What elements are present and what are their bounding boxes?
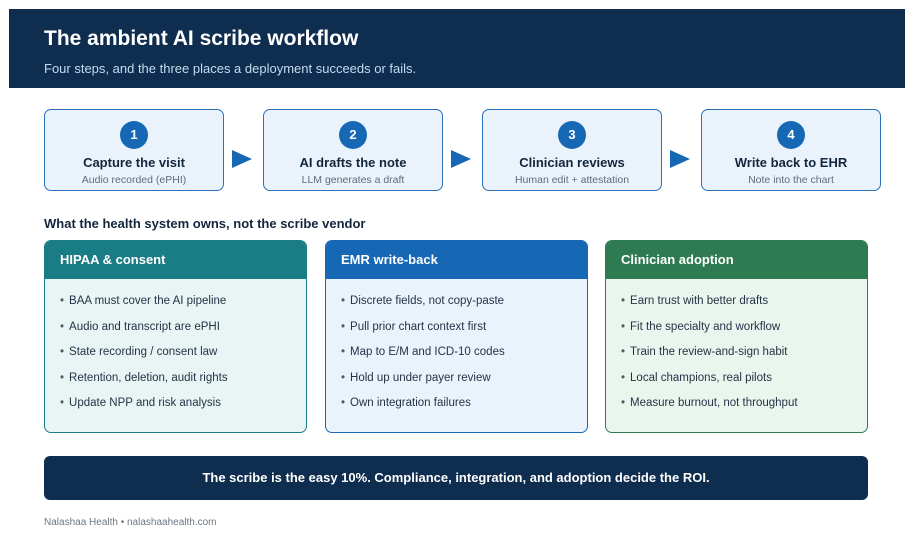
list-item: Hold up under payer review — [341, 366, 587, 392]
card-clinician-adoption: Clinician adoption Earn trust with bette… — [605, 240, 868, 433]
step-number-badge: 2 — [339, 121, 367, 149]
list-item: BAA must cover the AI pipeline — [60, 289, 306, 315]
page-title: The ambient AI scribe workflow — [44, 27, 359, 50]
list-item: Retention, deletion, audit rights — [60, 366, 306, 392]
list-item: Discrete fields, not copy-paste — [341, 289, 587, 315]
step-number-badge: 3 — [558, 121, 586, 149]
step-subtitle: Audio recorded (ePHI) — [81, 174, 187, 186]
step-title: Capture the visit — [83, 155, 185, 170]
conclusion-banner: The scribe is the easy 10%. Compliance, … — [44, 456, 868, 500]
card-list: Discrete fields, not copy-paste Pull pri… — [326, 279, 587, 417]
step-title: Write back to EHR — [734, 155, 848, 170]
step-subtitle: Human edit + attestation — [514, 174, 630, 186]
arrow-right-icon — [670, 150, 690, 168]
card-emr-write-back: EMR write-back Discrete fields, not copy… — [325, 240, 588, 433]
list-item: Map to E/M and ICD-10 codes — [341, 340, 587, 366]
section-title: What the health system owns, not the scr… — [44, 216, 366, 231]
step-subtitle: Note into the chart — [748, 174, 834, 186]
step-title: AI drafts the note — [299, 155, 407, 170]
list-item: Fit the specialty and workflow — [621, 315, 867, 341]
card-title: HIPAA & consent — [45, 241, 306, 279]
list-item: Earn trust with better drafts — [621, 289, 867, 315]
list-item: Pull prior chart context first — [341, 315, 587, 341]
step-clinician-reviews: 3 Clinician reviews Human edit + attesta… — [482, 109, 662, 191]
list-item: Audio and transcript are ePHI — [60, 315, 306, 341]
arrow-right-icon — [451, 150, 471, 168]
list-item: Train the review-and-sign habit — [621, 340, 867, 366]
step-write-back: 4 Write back to EHR Note into the chart — [701, 109, 881, 191]
card-title: EMR write-back — [326, 241, 587, 279]
step-number-badge: 1 — [120, 121, 148, 149]
page-subtitle: Four steps, and the three places a deplo… — [44, 61, 417, 76]
step-capture-visit: 1 Capture the visit Audio recorded (ePHI… — [44, 109, 224, 191]
card-list: BAA must cover the AI pipeline Audio and… — [45, 279, 306, 417]
step-subtitle: LLM generates a draft — [301, 174, 405, 186]
card-title: Clinician adoption — [606, 241, 867, 279]
list-item: Local champions, real pilots — [621, 366, 867, 392]
step-number-badge: 4 — [777, 121, 805, 149]
list-item: State recording / consent law — [60, 340, 306, 366]
header-banner: The ambient AI scribe workflow Four step… — [9, 9, 905, 88]
list-item: Measure burnout, not throughput — [621, 391, 867, 417]
arrow-right-icon — [232, 150, 252, 168]
footer-credit: Nalashaa Health • nalashaahealth.com — [44, 517, 217, 528]
step-title: Clinician reviews — [519, 155, 625, 170]
step-ai-drafts: 2 AI drafts the note LLM generates a dra… — [263, 109, 443, 191]
list-item: Update NPP and risk analysis — [60, 391, 306, 417]
list-item: Own integration failures — [341, 391, 587, 417]
card-list: Earn trust with better drafts Fit the sp… — [606, 279, 867, 417]
card-hipaa-consent: HIPAA & consent BAA must cover the AI pi… — [44, 240, 307, 433]
